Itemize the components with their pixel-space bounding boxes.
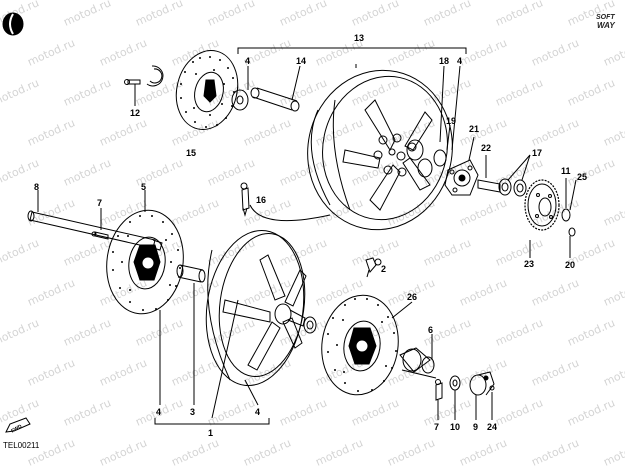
callout-2: 2: [381, 264, 387, 274]
leader-line: [521, 154, 531, 181]
bleeder-part: [365, 257, 382, 278]
callout-14: 14: [296, 56, 307, 66]
pin-12-part: [124, 79, 141, 85]
pinch-bolt-part: [91, 231, 109, 240]
callout-7: 7: [434, 422, 440, 432]
callout-9: 9: [473, 422, 479, 432]
callout-16: 16: [256, 195, 267, 205]
callout-22: 22: [481, 143, 492, 153]
callout-5: 5: [141, 182, 147, 192]
leader-line: [244, 379, 259, 406]
callout-21: 21: [469, 124, 480, 134]
front-spacer-part: [176, 264, 206, 283]
leader-line: [446, 124, 451, 151]
callout-11: 11: [561, 166, 571, 176]
callout-4: 4: [156, 407, 162, 417]
callout-1: 1: [208, 428, 214, 438]
bearing-part: [498, 178, 527, 197]
callout-18: 18: [439, 56, 450, 66]
cush-drive-part: [406, 139, 447, 178]
leader-line: [451, 65, 461, 151]
callout-6: 6: [428, 325, 434, 335]
circlip-part: [146, 65, 164, 87]
bolt-7-part: [435, 379, 443, 401]
callout-20: 20: [565, 260, 576, 270]
rear-wheel: [307, 69, 453, 231]
spacer-tube-part: [250, 87, 300, 112]
callout-23: 23: [524, 259, 535, 269]
callout-26: 26: [407, 292, 418, 302]
washer-10-part: [449, 375, 461, 391]
leader-line: [211, 299, 239, 419]
speedo-gear-part: [469, 371, 495, 396]
leader-line: [439, 65, 445, 143]
callout-4: 4: [457, 56, 463, 66]
callout-4: 4: [255, 407, 261, 417]
callout-12: 12: [130, 108, 141, 118]
brand-logo: SOFT WAY: [596, 14, 615, 30]
sprocket-nut-part: [561, 208, 576, 237]
callout-3: 3: [190, 407, 196, 417]
leader-line: [468, 136, 475, 161]
front-axle-part: [27, 210, 163, 251]
document-code: TEL00211: [3, 441, 40, 450]
callout-24: 24: [487, 422, 498, 432]
callout-17: 17: [532, 148, 543, 158]
rear-brake-disc: [175, 50, 239, 130]
speedometer-drive-part: [399, 347, 437, 379]
callout-8: 8: [34, 182, 40, 192]
front-direction-arrow-icon: [5, 417, 31, 433]
leader-line: [507, 154, 531, 181]
callout-13: 13: [354, 33, 365, 43]
callout-25: 25: [577, 172, 588, 182]
callout-10: 10: [450, 422, 461, 432]
bracket-1: [154, 418, 270, 425]
spacer-part: [231, 89, 249, 111]
bracket-13: [237, 47, 467, 54]
callout-19: 19: [446, 116, 457, 126]
front-brake-disc-left: [106, 209, 184, 315]
corner-logo-icon: [2, 12, 24, 36]
leader-line: [291, 65, 301, 101]
rear-sprocket: [524, 179, 560, 231]
callout-7: 7: [97, 198, 103, 208]
callout-4: 4: [245, 56, 251, 66]
brand-line-1: SOFT: [596, 14, 615, 21]
valve-part: [240, 182, 331, 222]
callout-15: 15: [186, 148, 197, 158]
brand-line-2: WAY: [597, 21, 615, 30]
leader-line: [391, 301, 413, 319]
front-wheel: [205, 229, 317, 387]
sprocket-carrier-part: [444, 159, 501, 196]
leader-line: [569, 179, 577, 211]
front-brake-disc-right: [321, 294, 399, 396]
